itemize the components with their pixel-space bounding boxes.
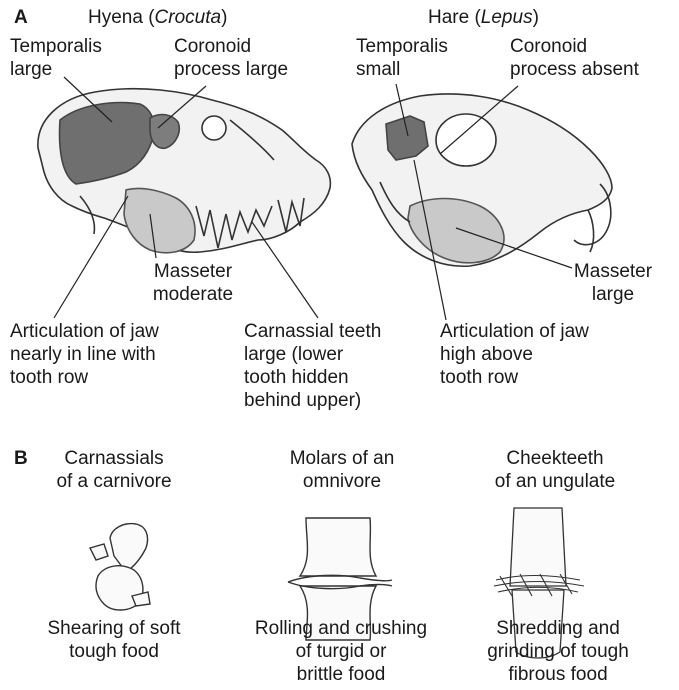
hare-articulation-line-3: tooth row	[440, 366, 589, 389]
hyena-coronoid-line-2: process large	[174, 58, 288, 81]
hyena-articulation-line-2: nearly in line with	[10, 343, 159, 366]
hare-masseter-label: Masseter large	[560, 260, 666, 306]
molars-caption-line-3: brittle food	[232, 663, 450, 686]
panel-a-letter: A	[14, 6, 28, 29]
hyena-coronoid-line-1: Coronoid	[174, 35, 288, 58]
hyena-carnassial-line-1: Carnassial teeth	[244, 320, 381, 343]
hare-masseter-line-2: large	[560, 283, 666, 306]
cheekteeth-title-line-2: of an ungulate	[470, 470, 640, 493]
carnassials-caption: Shearing of soft tough food	[6, 617, 222, 663]
molars-caption-line-1: Rolling and crushing	[232, 617, 450, 640]
cheekteeth-title: Cheekteeth of an ungulate	[470, 447, 640, 493]
hyena-title-suffix: )	[221, 7, 227, 28]
hare-title-genus: Lepus	[481, 7, 533, 28]
hare-temporalis-line-2: small	[356, 58, 448, 81]
hyena-temporalis-line-1: Temporalis	[10, 35, 102, 58]
cheekteeth-caption-line-2: grinding of tough	[462, 640, 654, 663]
cheekteeth-caption-line-3: fibrous food	[462, 663, 654, 686]
hyena-coronoid-label: Coronoid process large	[174, 35, 288, 81]
molars-title: Molars of an omnivore	[262, 447, 422, 493]
hyena-masseter-line-2: moderate	[132, 283, 254, 306]
carnassials-title: Carnassials of a carnivore	[34, 447, 194, 493]
hare-masseter-line-1: Masseter	[560, 260, 666, 283]
hare-title-suffix: )	[533, 7, 539, 28]
hyena-articulation-line-3: tooth row	[10, 366, 159, 389]
cheekteeth-caption-line-1: Shredding and	[462, 617, 654, 640]
hyena-carnassial-label: Carnassial teeth large (lower tooth hidd…	[244, 320, 381, 412]
hyena-carnassial-line-2: large (lower	[244, 343, 381, 366]
molars-caption: Rolling and crushing of turgid or brittl…	[232, 617, 450, 686]
hare-temporalis-line-1: Temporalis	[356, 35, 448, 58]
hare-coronoid-line-2: process absent	[510, 58, 639, 81]
hare-articulation-line-1: Articulation of jaw	[440, 320, 589, 343]
hyena-temporalis-line-2: large	[10, 58, 102, 81]
cheekteeth-caption: Shredding and grinding of tough fibrous …	[462, 617, 654, 686]
hare-articulation-label: Articulation of jaw high above tooth row	[440, 320, 589, 389]
molars-title-line-1: Molars of an	[262, 447, 422, 470]
hare-skull-illustration	[352, 94, 612, 266]
molars-title-line-2: omnivore	[262, 470, 422, 493]
panel-b-letter: B	[14, 447, 28, 470]
hyena-skull-illustration	[38, 89, 330, 253]
hyena-carnassial-line-4: behind upper)	[244, 389, 381, 412]
carnassials-caption-line-2: tough food	[6, 640, 222, 663]
carnassials-illustration	[90, 524, 150, 610]
hare-articulation-line-2: high above	[440, 343, 589, 366]
hare-title: Hare (Lepus)	[428, 6, 539, 29]
hare-temporalis-label: Temporalis small	[356, 35, 448, 81]
hyena-title-genus: Crocuta	[155, 7, 222, 28]
hyena-articulation-line-1: Articulation of jaw	[10, 320, 159, 343]
carnassials-title-line-1: Carnassials	[34, 447, 194, 470]
hare-title-prefix: Hare (	[428, 7, 481, 28]
molars-caption-line-2: of turgid or	[232, 640, 450, 663]
hare-coronoid-label: Coronoid process absent	[510, 35, 639, 81]
hare-coronoid-line-1: Coronoid	[510, 35, 639, 58]
hyena-temporalis-label: Temporalis large	[10, 35, 102, 81]
hyena-articulation-label: Articulation of jaw nearly in line with …	[10, 320, 159, 389]
cheekteeth-title-line-1: Cheekteeth	[470, 447, 640, 470]
hyena-masseter-label: Masseter moderate	[132, 260, 254, 306]
hyena-title-prefix: Hyena (	[88, 7, 155, 28]
carnassials-title-line-2: of a carnivore	[34, 470, 194, 493]
carnassials-caption-line-1: Shearing of soft	[6, 617, 222, 640]
hyena-title: Hyena (Crocuta)	[88, 6, 227, 29]
hyena-carnassial-line-3: tooth hidden	[244, 366, 381, 389]
hyena-masseter-line-1: Masseter	[132, 260, 254, 283]
